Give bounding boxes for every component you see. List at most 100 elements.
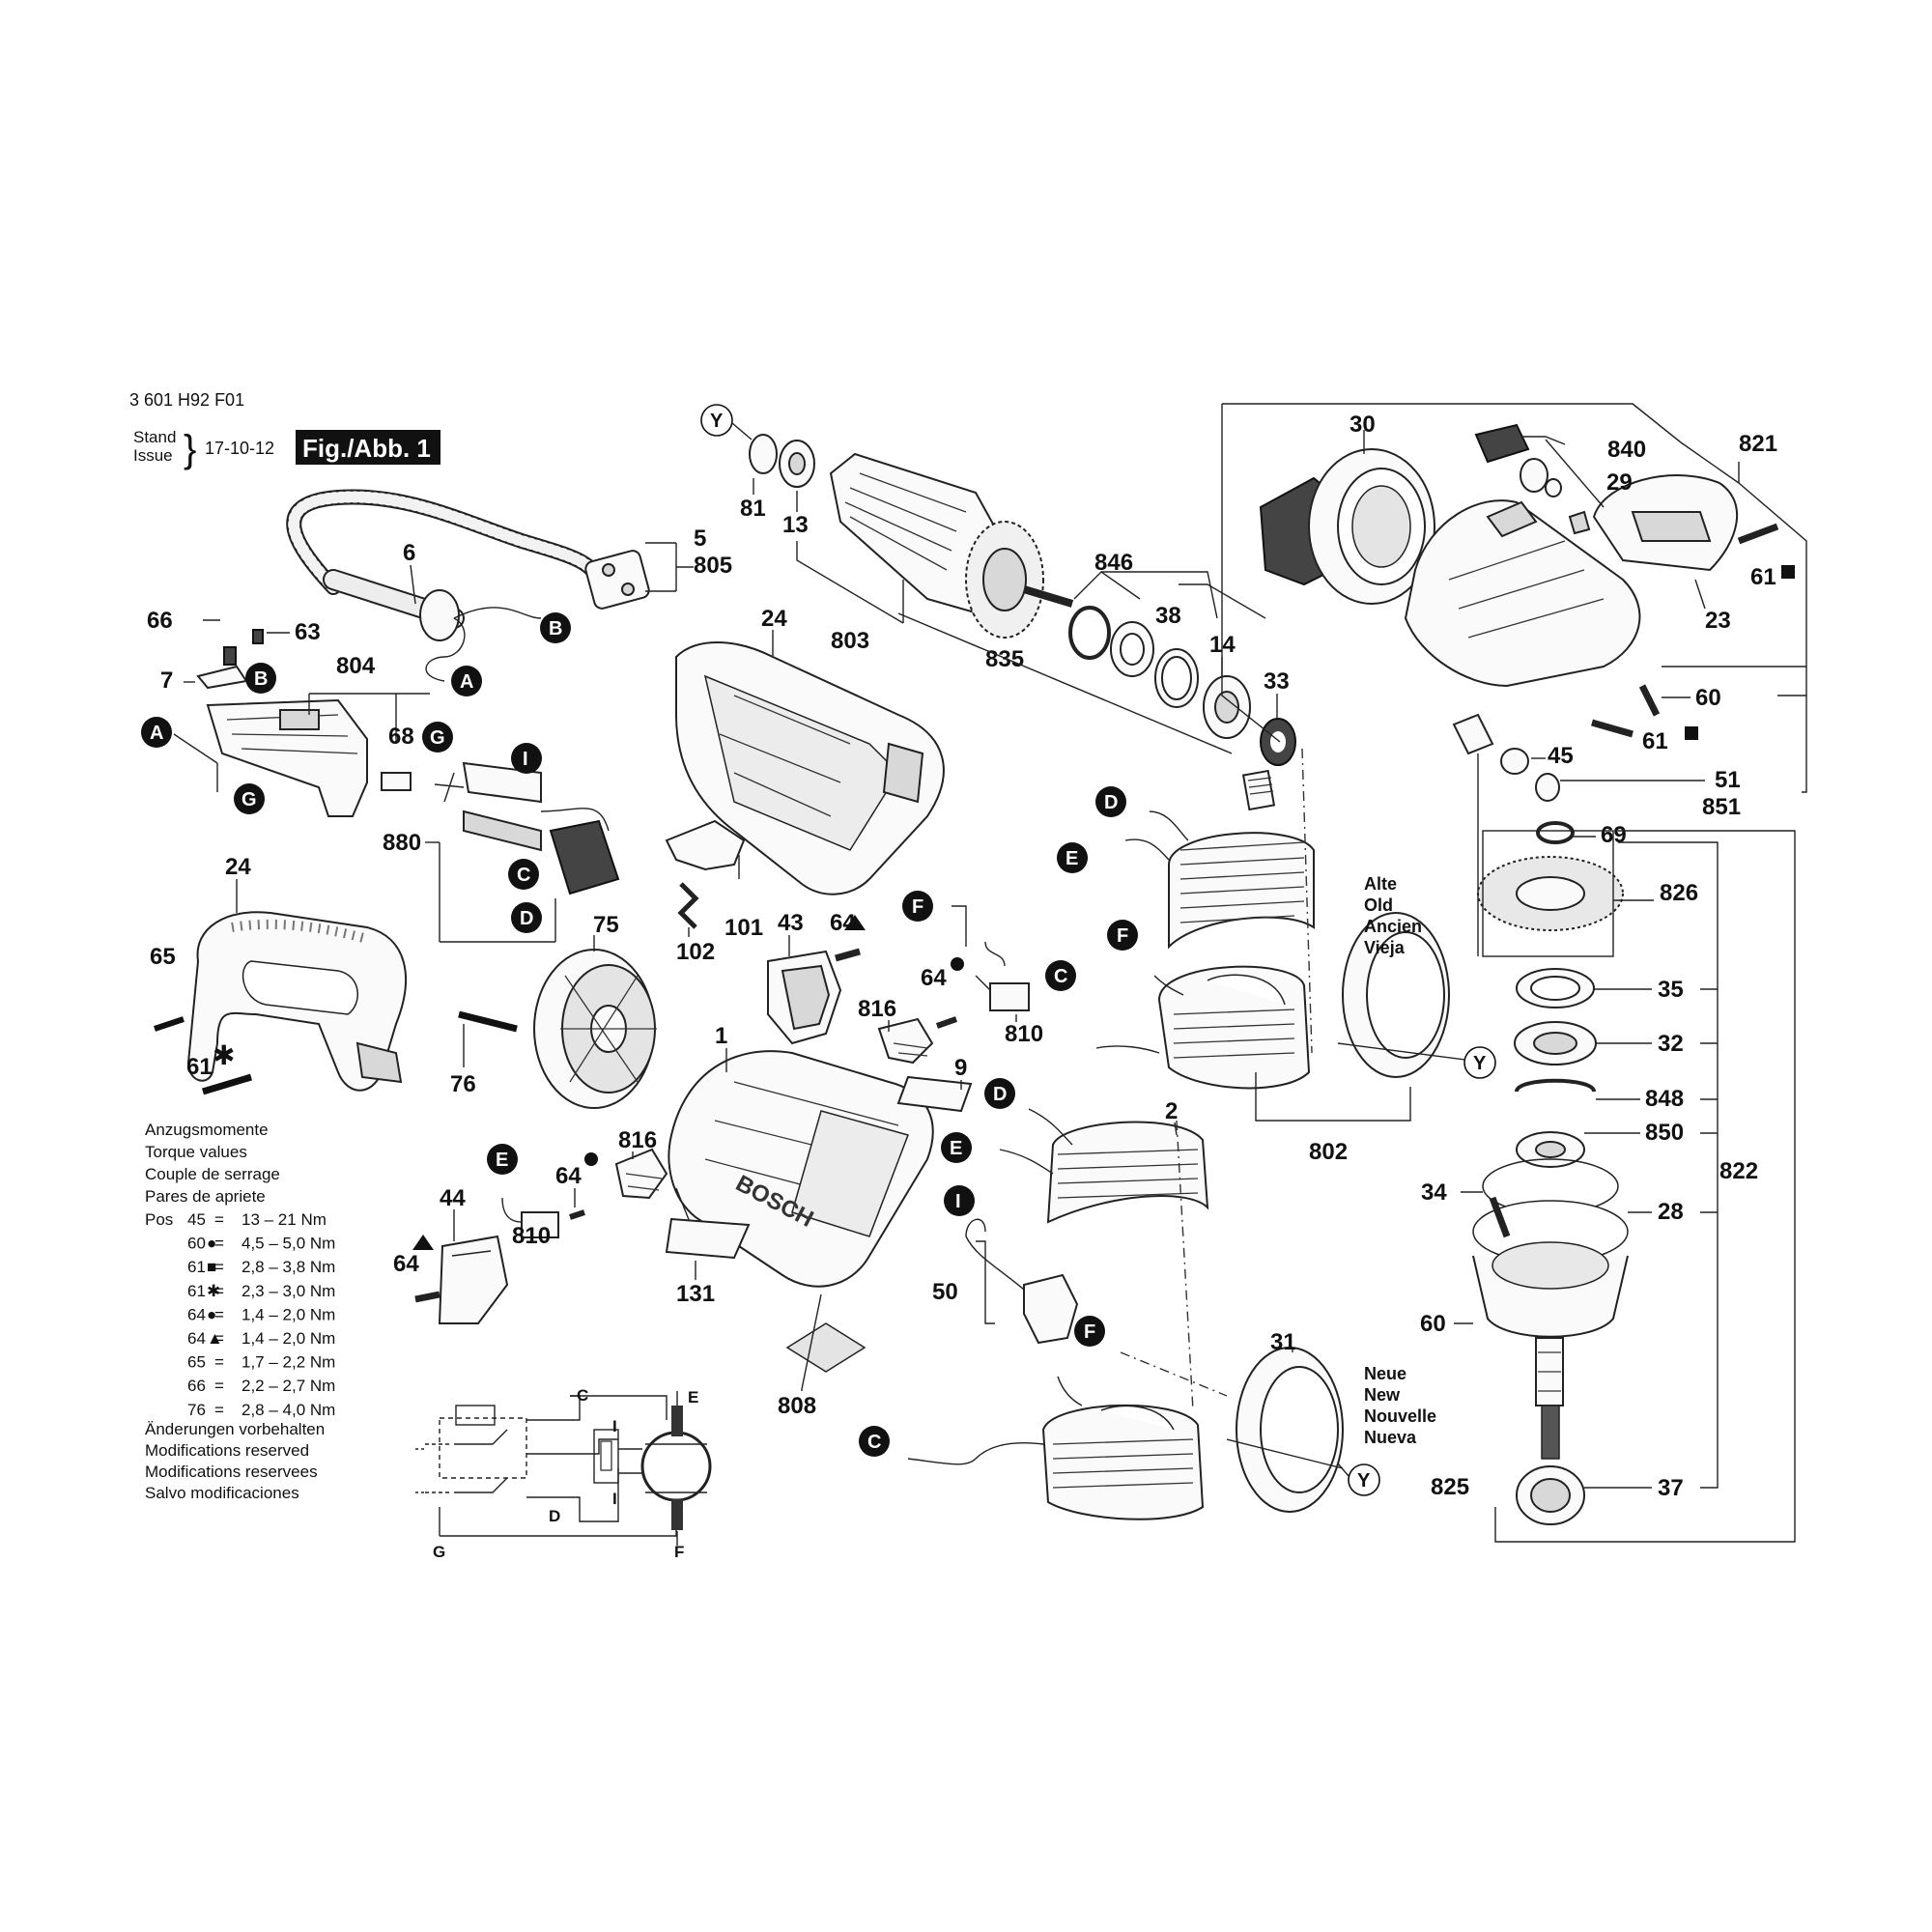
- doc-number: 3 601 H92 F01: [129, 390, 244, 410]
- wiring-label-d: D: [549, 1507, 560, 1525]
- torque-row-value: 1,4 – 2,0 Nm: [242, 1305, 335, 1323]
- wiring-label-f: F: [674, 1543, 684, 1561]
- y-marker-old: [1463, 1046, 1496, 1079]
- square-mark-icon-2: [1685, 726, 1698, 740]
- torque-pos-label: Pos: [145, 1210, 173, 1229]
- label-part-30: 30: [1350, 412, 1376, 438]
- badge-d-old: [1095, 786, 1126, 817]
- label-part-13: 13: [782, 512, 809, 538]
- handle-left: [186, 911, 407, 1092]
- badge-c-old: [1045, 960, 1076, 991]
- armature-assembly: [749, 434, 1074, 639]
- label-part-102: 102: [676, 939, 715, 965]
- top-housing-cover: [675, 641, 945, 895]
- badge-e-lower: [487, 1144, 518, 1175]
- svg-text:G: G: [430, 727, 445, 749]
- label-part-101: 101: [724, 915, 763, 941]
- label-part-44: 44: [440, 1185, 466, 1211]
- svg-text:E: E: [1065, 848, 1078, 869]
- label-part-7: 7: [160, 668, 173, 694]
- label-part-68: 68: [388, 724, 414, 750]
- label-part-6: 6: [403, 540, 415, 566]
- label-part-60-b: 60: [1420, 1311, 1446, 1337]
- torque-row-mark: ✱: [207, 1282, 220, 1300]
- y-axis-markers: Y Y Y: [700, 404, 1496, 1496]
- torque-row-value: 2,3 – 3,0 Nm: [242, 1282, 335, 1300]
- label-part-31: 31: [1270, 1329, 1296, 1355]
- fan-ring: [533, 935, 657, 1109]
- label-part-38: 38: [1155, 603, 1181, 629]
- badge-d-new: [984, 1078, 1015, 1109]
- connector-badges: A A B B G G I C D F D E F C D E E I F: [141, 612, 1138, 1457]
- badge-c-module: [508, 859, 539, 890]
- label-part-821: 821: [1739, 431, 1777, 457]
- torque-heading-es: Pares de apriete: [145, 1187, 266, 1206]
- stand-label: Stand: [133, 428, 176, 446]
- svg-text:E: E: [950, 1138, 962, 1159]
- torque-heading-de: Anzugsmomente: [145, 1121, 269, 1139]
- svg-text:Y: Y: [1357, 1470, 1371, 1492]
- label-part-51: 51: [1715, 767, 1741, 793]
- brace-glyph: }: [184, 428, 196, 470]
- label-part-45: 45: [1548, 743, 1574, 769]
- new-field-line-1: Neue: [1364, 1364, 1406, 1383]
- dot-mark-icon-2: [584, 1152, 598, 1166]
- svg-text:D: D: [1104, 792, 1118, 813]
- badge-f-lower: [1074, 1316, 1105, 1347]
- badge-g-module: [422, 722, 453, 753]
- torque-row-eq: =: [214, 1329, 224, 1348]
- torque-heading-fr: Couple de serrage: [145, 1165, 280, 1183]
- field-coil-upper-f: [1095, 965, 1311, 1090]
- issue-label: Issue: [133, 446, 173, 465]
- square-mark-icon: [1781, 565, 1795, 579]
- svg-text:C: C: [867, 1432, 881, 1453]
- torque-row-value: 2,8 – 3,8 Nm: [242, 1258, 335, 1276]
- note-de: Änderungen vorbehalten: [145, 1420, 325, 1438]
- label-part-840: 840: [1607, 437, 1646, 463]
- torque-row-mark: ●: [207, 1305, 216, 1323]
- torque-row-pos: 45: [187, 1210, 206, 1229]
- label-part-848: 848: [1645, 1086, 1684, 1112]
- svg-text:D: D: [993, 1084, 1007, 1105]
- torque-row-value: 4,5 – 5,0 Nm: [242, 1235, 335, 1253]
- svg-text:E: E: [496, 1150, 508, 1171]
- torque-row-mark: ●: [207, 1235, 216, 1253]
- label-part-846: 846: [1094, 550, 1133, 576]
- note-en: Modifications reserved: [145, 1441, 309, 1460]
- label-part-822: 822: [1719, 1158, 1758, 1184]
- label-part-24-left: 24: [225, 854, 251, 880]
- label-part-37: 37: [1658, 1475, 1684, 1501]
- label-part-810-a: 810: [1005, 1021, 1043, 1047]
- badge-i-module: [511, 743, 542, 774]
- field-coil-lower-2: [1046, 1120, 1209, 1411]
- label-part-2: 2: [1165, 1098, 1178, 1124]
- pinion-45: [1452, 713, 1560, 802]
- torque-row-pos: 60: [187, 1235, 206, 1253]
- label-part-803: 803: [831, 628, 869, 654]
- gear-stack: [1472, 821, 1629, 1525]
- stator-ring-old: [1301, 748, 1489, 1078]
- wiring-label-i-top: I: [612, 1417, 617, 1435]
- power-cord: [286, 489, 694, 682]
- label-part-76: 76: [450, 1071, 476, 1097]
- badge-c-new: [859, 1426, 890, 1457]
- new-field-line-3: Nouvelle: [1364, 1406, 1436, 1426]
- wiring-label-e: E: [688, 1388, 698, 1406]
- field-coil-lower-f: [907, 1376, 1205, 1520]
- triangle-mark-icon: [844, 915, 866, 930]
- badge-g-switch: [234, 783, 265, 814]
- label-part-880: 880: [383, 830, 421, 856]
- note-es: Salvo modificaciones: [145, 1484, 299, 1502]
- label-part-816-b: 816: [618, 1127, 657, 1153]
- label-part-804: 804: [336, 653, 376, 679]
- label-part-816-a: 816: [858, 996, 896, 1022]
- old-field-line-2: Old: [1364, 895, 1393, 915]
- label-part-808: 808: [778, 1393, 816, 1419]
- torque-row-value: 2,8 – 4,0 Nm: [242, 1401, 335, 1419]
- torque-table: Anzugsmomente Torque values Couple de se…: [145, 1121, 335, 1419]
- torque-row-eq: =: [214, 1401, 224, 1419]
- torque-heading-en: Torque values: [145, 1143, 247, 1161]
- svg-text:C: C: [1054, 966, 1067, 987]
- switch-assembly: [173, 619, 430, 817]
- badge-i-lower: [944, 1185, 975, 1216]
